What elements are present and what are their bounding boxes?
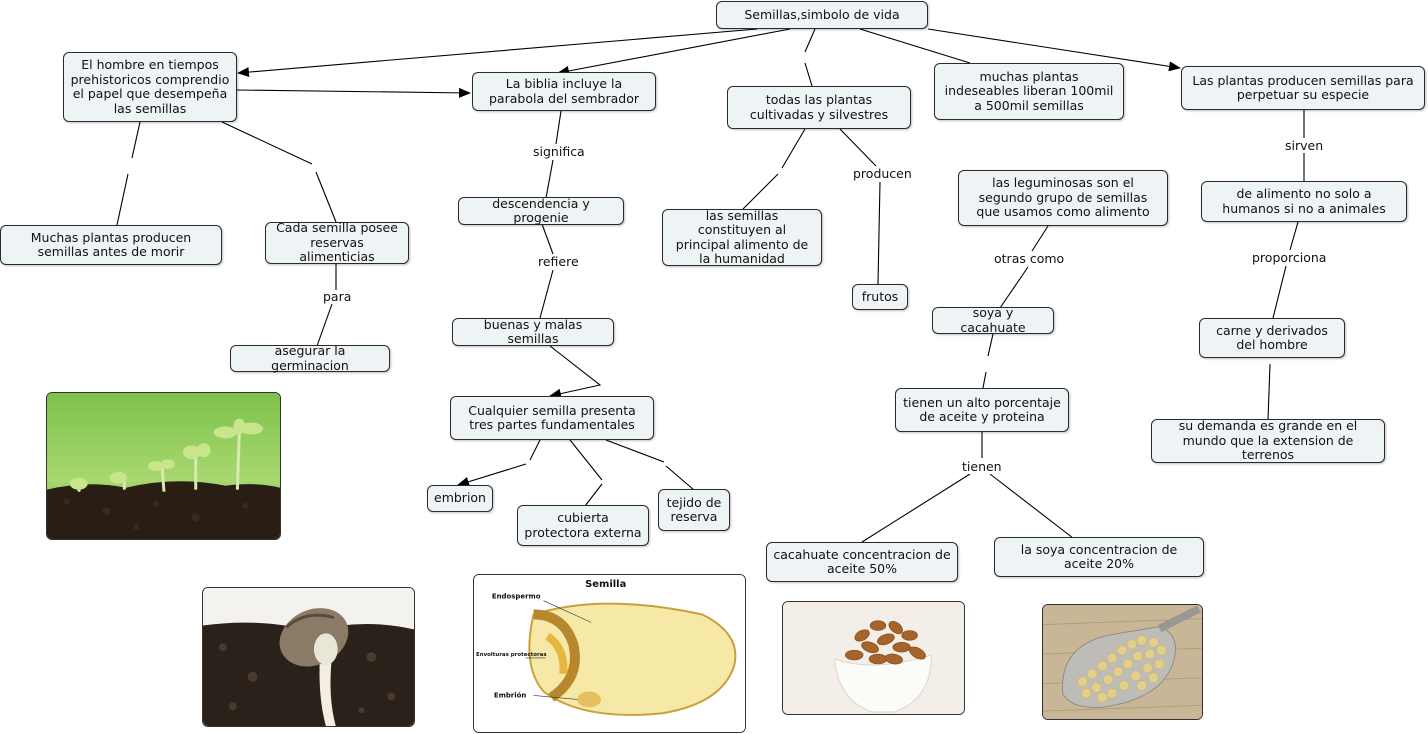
node-indeseables[interactable]: muchas plantas indeseables liberan 100mi… [934, 63, 1124, 120]
link-buenas-tres [549, 345, 602, 399]
link-refiere-buenas [539, 269, 554, 319]
soybeans-scoop-photo [1042, 604, 1203, 720]
link-root-indeseables [859, 28, 971, 64]
link-leguminosas-otras [1031, 225, 1049, 252]
sprouts-photo [46, 392, 281, 540]
link-label-tienen: tienen [960, 459, 1004, 474]
node-soya-cacahuate[interactable]: soya y cacahuate [932, 305, 1054, 334]
link-tres-embrion [458, 439, 541, 485]
link-root-cultivadas [804, 28, 816, 87]
link-root-hombre [237, 28, 758, 78]
link-proporciona-carne [1272, 265, 1287, 319]
node-hombre[interactable]: El hombre en tiempos prehistoricos compr… [63, 52, 237, 122]
link-hombre-biblia [235, 87, 471, 98]
link-label-otras-como: otras como [992, 251, 1067, 266]
link-reservas-germinacion [316, 262, 337, 347]
seed-anatomy-diagram: Semilla Endospermo Envolturas protectora… [473, 574, 746, 733]
link-descendencia-refiere [541, 223, 554, 255]
link-biblia-significa [555, 110, 562, 145]
node-reservas[interactable]: Cada semilla posee reservas alimenticias [265, 221, 409, 264]
node-alimento-humanidad[interactable]: las semillas constituyen al principal al… [662, 208, 822, 266]
link-hombre-reservas [221, 121, 337, 223]
diagram-label-endospermo: Endospermo [492, 593, 541, 601]
node-embrion[interactable]: embrion [427, 485, 493, 512]
node-frutos[interactable]: frutos [852, 284, 908, 310]
node-germinacion[interactable]: asegurar la germinacion [230, 343, 390, 372]
node-cubierta[interactable]: cubierta protectora externa [517, 505, 649, 546]
link-label-sirven: sirven [1283, 138, 1326, 153]
node-tejido[interactable]: tejido de reserva [658, 489, 730, 531]
node-leguminosas[interactable]: las leguminosas son el segundo grupo de … [958, 170, 1168, 226]
link-soya-aceite [982, 333, 994, 389]
link-hombre-antes [116, 121, 141, 226]
node-antes-morir[interactable]: Muchas plantas producen semillas antes d… [0, 225, 222, 265]
node-buenas-malas[interactable]: buenas y malas semillas [452, 317, 614, 346]
node-perpetuar[interactable]: Las plantas producen semillas para perpe… [1181, 66, 1425, 110]
link-tienen-cacahuate [861, 473, 971, 543]
node-cacahuate[interactable]: cacahuate concentracion de aceite 50% [766, 542, 958, 582]
link-carne-demanda [1267, 363, 1271, 421]
link-label-para: para [321, 289, 354, 304]
link-root-biblia [557, 28, 791, 76]
diagram-label-envolturas: Envolturas protectoras [476, 652, 547, 658]
node-biblia[interactable]: La biblia incluye la parabola del sembra… [472, 72, 656, 111]
link-cultivadas-alimento [741, 128, 806, 211]
link-tres-tejido [605, 439, 695, 491]
peanuts-bowl-photo [782, 601, 965, 715]
node-demanda[interactable]: su demanda es grande en el mundo que la … [1151, 419, 1385, 463]
link-label-producen: producen [851, 166, 914, 181]
node-carne[interactable]: carne y derivados del hombre [1199, 318, 1345, 358]
node-cultivadas[interactable]: todas las plantas cultivadas y silvestre… [727, 86, 911, 129]
link-label-significa: significa [531, 144, 587, 159]
link-significa-descendencia [545, 159, 554, 199]
node-alimento-animales[interactable]: de alimento no solo a humanos si no a an… [1201, 181, 1407, 222]
link-tres-cubierta [569, 439, 603, 507]
germinating-seed-photo [202, 587, 415, 727]
node-soya[interactable]: la soya concentracion de aceite 20% [994, 537, 1204, 577]
link-label-proporciona: proporciona [1250, 250, 1329, 265]
link-producen-frutos [877, 181, 881, 285]
link-root-perpetuar [927, 28, 1181, 72]
link-cultivadas-producen [839, 128, 877, 167]
node-tres-partes[interactable]: Cualquier semilla presenta tres partes f… [450, 396, 654, 440]
diagram-title: Semilla [585, 579, 626, 590]
diagram-label-embrion: Embrión [494, 691, 527, 699]
link-tienen-soya [989, 473, 1074, 539]
node-aceite-proteina[interactable]: tienen un alto porcentaje de aceite y pr… [895, 388, 1069, 432]
node-root[interactable]: Semillas,simbolo de vida [716, 1, 928, 29]
link-otras-soya [999, 266, 1029, 309]
link-alimento-proporciona [1289, 221, 1299, 251]
node-descendencia[interactable]: descendencia y progenie [458, 196, 624, 225]
link-label-refiere: refiere [536, 254, 581, 269]
